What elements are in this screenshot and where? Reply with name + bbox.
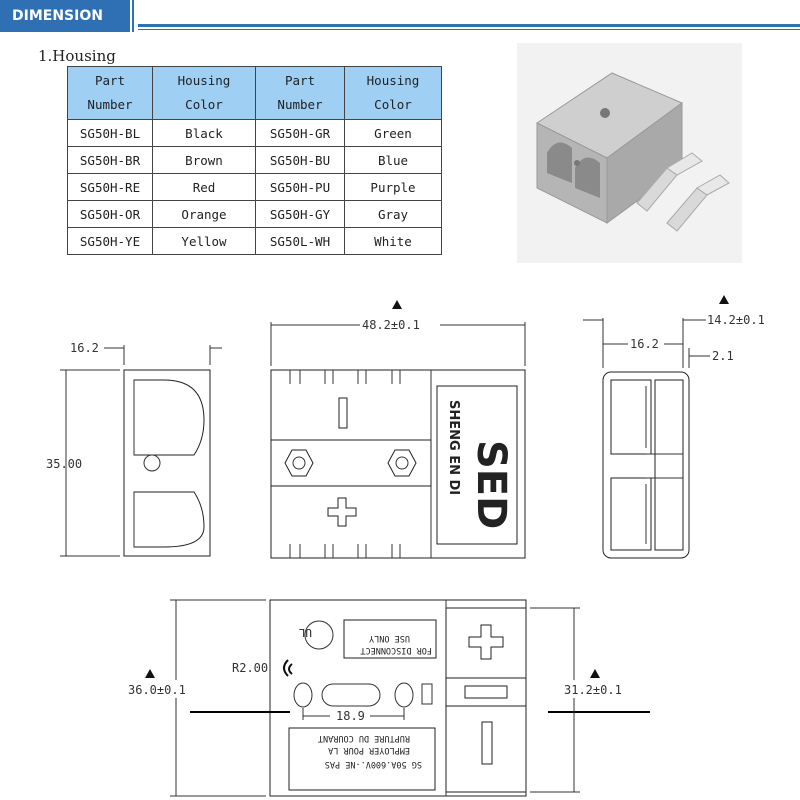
header-line: Color — [185, 97, 223, 112]
bottom-oval-slot — [321, 683, 381, 707]
dim-bottom-radius: R2.00 — [232, 661, 268, 675]
header-rule-thin — [138, 29, 800, 30]
table-cell: SG50H-PU — [255, 173, 345, 201]
connector-illustration — [536, 72, 730, 232]
plus-symbol — [327, 497, 357, 527]
table-cell: SG50H-BU — [255, 146, 345, 174]
header-line: Part — [94, 73, 126, 88]
critical-dim-triangle-icon — [590, 669, 600, 678]
table-cell: SG50H-RE — [67, 173, 153, 201]
minus-symbol — [338, 397, 348, 429]
table-cell: Yellow — [152, 227, 256, 255]
table-cell: SG50H-BL — [67, 119, 153, 147]
radius-marker-icon — [283, 659, 293, 677]
minus-symbol — [481, 721, 493, 765]
critical-dim-triangle-icon — [719, 295, 729, 304]
table-cell: Brown — [152, 146, 256, 174]
dim-bottom-spacing: 18.9 — [336, 709, 365, 723]
ul-mark-text: UL — [298, 626, 312, 639]
bottom-slot — [464, 685, 508, 699]
critical-dim-triangle-icon — [145, 669, 155, 678]
rating-label-line2: EMPLOYER POUR LA — [328, 745, 410, 755]
table-cell: SG50H-BR — [67, 146, 153, 174]
table-cell: White — [344, 227, 442, 255]
side-upper-cavity — [133, 379, 205, 456]
header-line: Part — [284, 73, 316, 88]
dim-front-width: 48.2±0.1 — [362, 318, 420, 332]
side-view: 16.2 35.00 — [46, 341, 222, 557]
table-row: SG50H-BR Brown SG50H-BU Blue — [67, 146, 442, 174]
table-cell: SG50L-WH — [255, 227, 345, 255]
table-cell: Green — [344, 119, 442, 147]
table-cell: Black — [152, 119, 256, 147]
nut-left-icon — [284, 449, 314, 477]
header-line: Housing — [366, 73, 420, 88]
bottom-slot-panel — [445, 677, 527, 707]
side-lower-cavity — [133, 491, 205, 548]
header-decoration-bars — [128, 0, 134, 32]
nut-right-hole — [395, 456, 409, 470]
side-view-outline — [123, 369, 211, 557]
front-tick-marks — [289, 370, 401, 558]
table-row: SG50H-RE Red SG50H-PU Purple — [67, 173, 442, 201]
table-row: SG50H-YE Yellow SG50L-WH White — [67, 227, 442, 255]
bottom-view: UL FOR DISCONNECT USE ONLY SG 50A.600V.-… — [128, 599, 650, 797]
logo-text: SHENG EN DI — [446, 400, 461, 495]
bottom-minus-panel — [445, 705, 527, 793]
header-line: Number — [277, 97, 323, 112]
disconnect-label — [343, 619, 437, 659]
plus-symbol — [468, 624, 504, 660]
section-title: 1.Housing — [38, 47, 116, 65]
table-cell: SG50H-YE — [67, 227, 153, 255]
bottom-hole-right — [394, 682, 414, 708]
dimension-header-tab: DIMENSION — [0, 0, 128, 32]
header-line: Color — [374, 97, 412, 112]
header-line: Number — [87, 97, 133, 112]
nut-left-hole — [292, 456, 306, 470]
rating-label-line3: RUPTURE DU COURANT — [318, 733, 410, 743]
connector-photo — [517, 43, 742, 263]
rear-view: 14.2±0.1 16.2 2.1 — [583, 295, 765, 559]
dim-rear-offset: 2.1 — [712, 349, 734, 363]
bottom-small-slot — [421, 683, 433, 705]
nut-right-icon — [387, 449, 417, 477]
ul-mark-icon — [304, 620, 334, 650]
rating-label — [288, 727, 436, 791]
side-hole — [143, 454, 161, 472]
dim-bottom-right-height: 31.2±0.1 — [564, 683, 622, 697]
table-cell: Gray — [344, 200, 442, 228]
rear-view-outline — [602, 371, 690, 559]
dim-rear-width: 16.2 — [630, 337, 659, 351]
bottom-hole-left — [293, 682, 313, 708]
front-center-band — [270, 439, 432, 487]
table-cell: Blue — [344, 146, 442, 174]
disconnect-label-line2: USE ONLY — [369, 633, 410, 643]
header-rule-thick — [138, 24, 800, 27]
dim-side-height: 35.00 — [46, 457, 82, 471]
table-cell: SG50H-GY — [255, 200, 345, 228]
header-line: Housing — [177, 73, 231, 88]
front-view: SHENG EN DI SED 48.2±0.1 — [270, 300, 526, 559]
table-cell: Red — [152, 173, 256, 201]
critical-dim-triangle-icon — [392, 300, 402, 309]
table-row: SG50H-BL Black SG50H-GR Green — [67, 119, 442, 147]
dim-bottom-height: 36.0±0.1 — [128, 683, 186, 697]
rear-upper-cavity — [610, 379, 652, 455]
bottom-plus-panel — [445, 607, 527, 679]
rear-lower-cavity — [610, 477, 652, 551]
dim-rear-width-top: 14.2±0.1 — [707, 313, 765, 327]
logo-mark: SED — [468, 440, 514, 529]
rating-label-line1: SG 50A.600V.-NE PAS — [325, 759, 422, 769]
dim-side-width: 16.2 — [70, 341, 99, 355]
logo-panel — [436, 385, 518, 545]
rear-side-strip — [654, 379, 684, 551]
disconnect-label-line1: FOR DISCONNECT — [360, 645, 432, 655]
